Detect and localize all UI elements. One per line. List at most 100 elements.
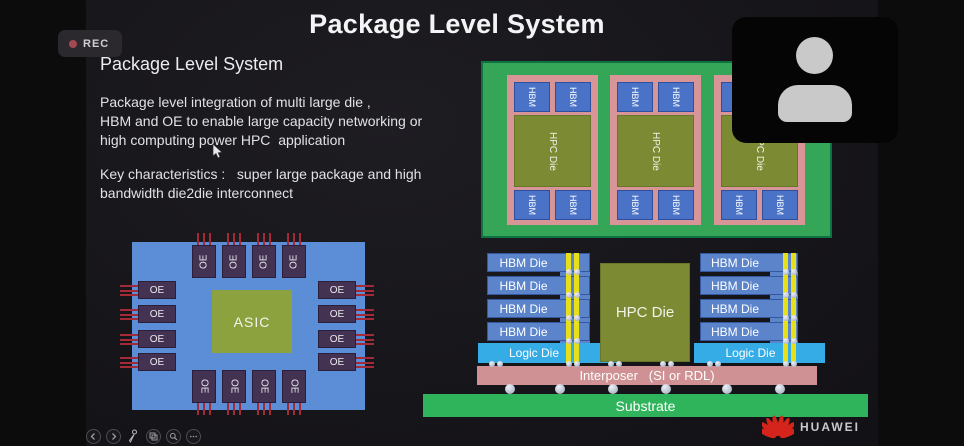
pin-line <box>120 318 138 320</box>
pin-line <box>293 402 295 415</box>
tsv-stripe <box>783 253 788 363</box>
pin-line <box>197 233 199 246</box>
microbump <box>707 361 713 367</box>
pin-line <box>120 339 138 341</box>
microbump <box>566 269 572 275</box>
microbump <box>566 292 572 298</box>
microbump <box>489 361 495 367</box>
c4-bump <box>775 384 785 394</box>
microbump <box>566 361 572 367</box>
c4-bump <box>608 384 618 394</box>
microbump <box>791 315 797 321</box>
oe-chip: OE <box>282 370 306 403</box>
microbump <box>791 338 797 344</box>
recording-dot-icon <box>69 39 77 48</box>
oe-chip: OE <box>138 305 176 323</box>
pin-line <box>239 402 241 415</box>
pen-icon <box>128 429 137 444</box>
pin-line <box>356 318 374 320</box>
oe-chip: OE <box>222 370 246 403</box>
asic-die-chip: ASIC <box>212 290 292 353</box>
hbm-die-bar: HBM Die <box>487 299 590 318</box>
pen-tool-button[interactable] <box>126 429 141 444</box>
pin-line <box>356 357 374 359</box>
more-options-button[interactable] <box>186 429 201 444</box>
hbm-die-bar: HBM Die <box>700 253 798 272</box>
zoom-tool-button[interactable] <box>166 429 181 444</box>
pin-line <box>120 334 138 336</box>
pin-line <box>356 290 374 292</box>
key-line: Key characteristics : super large packag… <box>100 166 422 182</box>
next-slide-button[interactable] <box>106 429 121 444</box>
magnifier-icon <box>169 432 178 441</box>
tsv-stripe <box>566 253 571 363</box>
pin-line <box>227 233 229 246</box>
person-silhouette-icon <box>796 37 833 74</box>
hpc-die-block: HPC Die <box>600 263 690 362</box>
oe-chip: OE <box>138 353 176 371</box>
all-slides-button[interactable] <box>146 429 161 444</box>
microbump <box>783 292 789 298</box>
description-line: high computing power HPC application <box>100 132 346 148</box>
pin-line <box>120 366 138 368</box>
pin-line <box>239 233 241 246</box>
microbump <box>566 338 572 344</box>
logic-die-block: Logic Die <box>694 343 825 363</box>
microbump <box>783 315 789 321</box>
hbm-die-bar: HBM Die <box>487 276 590 295</box>
pin-line <box>356 314 374 316</box>
microbump <box>668 361 674 367</box>
oe-chip: OE <box>318 330 356 348</box>
recording-label: REC <box>83 37 110 50</box>
previous-slide-button[interactable] <box>86 429 101 444</box>
interposer-block: Interposer (SI or RDL) <box>477 366 817 385</box>
pin-line <box>120 309 138 311</box>
oe-chip: OE <box>282 245 306 278</box>
oe-chip: OE <box>138 330 176 348</box>
microbump <box>574 361 580 367</box>
pin-line <box>227 402 229 415</box>
microbump <box>783 338 789 344</box>
microbump <box>574 338 580 344</box>
pin-line <box>356 294 374 296</box>
pin-line <box>356 334 374 336</box>
pin-line <box>120 285 138 287</box>
ellipsis-icon <box>190 435 197 438</box>
pin-line <box>356 343 374 345</box>
c4-bump <box>722 384 732 394</box>
microbump <box>574 269 580 275</box>
microbump <box>783 269 789 275</box>
pin-line <box>299 233 301 246</box>
pin-line <box>269 233 271 246</box>
hpc-die-chip: HPC Die <box>617 115 694 187</box>
pin-line <box>263 233 265 246</box>
c4-bump <box>661 384 671 394</box>
oe-chip: OE <box>252 370 276 403</box>
microbump <box>791 292 797 298</box>
recording-indicator: REC <box>58 30 123 57</box>
pin-line <box>197 402 199 415</box>
pin-line <box>287 233 289 246</box>
pin-line <box>287 402 289 415</box>
huawei-branding: HUAWEI <box>762 414 860 439</box>
hbm-chip: HBM <box>658 190 694 220</box>
pin-line <box>356 285 374 287</box>
description-text: Package level integration of multi large… <box>100 93 422 150</box>
slide-title: Package Level System <box>309 9 605 39</box>
pin-line <box>356 362 374 364</box>
huawei-logo-icon <box>762 415 794 439</box>
microbump <box>566 315 572 321</box>
hbm-chip: HBM <box>514 190 550 220</box>
pin-line <box>203 233 205 246</box>
microbump <box>660 361 666 367</box>
hbm-chip: HBM <box>617 190 653 220</box>
huawei-wordmark: HUAWEI <box>800 419 860 434</box>
pin-line <box>120 314 138 316</box>
slides-grid-icon <box>149 432 158 441</box>
logic-die-block: Logic Die <box>478 343 620 363</box>
webcam-overlay[interactable] <box>732 17 898 143</box>
hbm-chip: HBM <box>762 190 798 220</box>
c4-bump <box>505 384 515 394</box>
